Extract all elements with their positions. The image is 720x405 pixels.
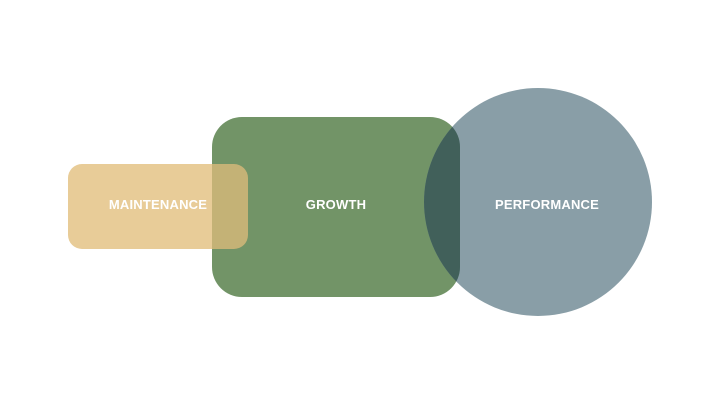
performance-label: PERFORMANCE bbox=[495, 197, 599, 212]
performance-shape bbox=[424, 88, 652, 316]
growth-label: GROWTH bbox=[306, 197, 366, 212]
growth-shape bbox=[212, 117, 460, 297]
maintenance-label: MAINTENANCE bbox=[109, 197, 207, 212]
maintenance-shape bbox=[68, 164, 248, 249]
